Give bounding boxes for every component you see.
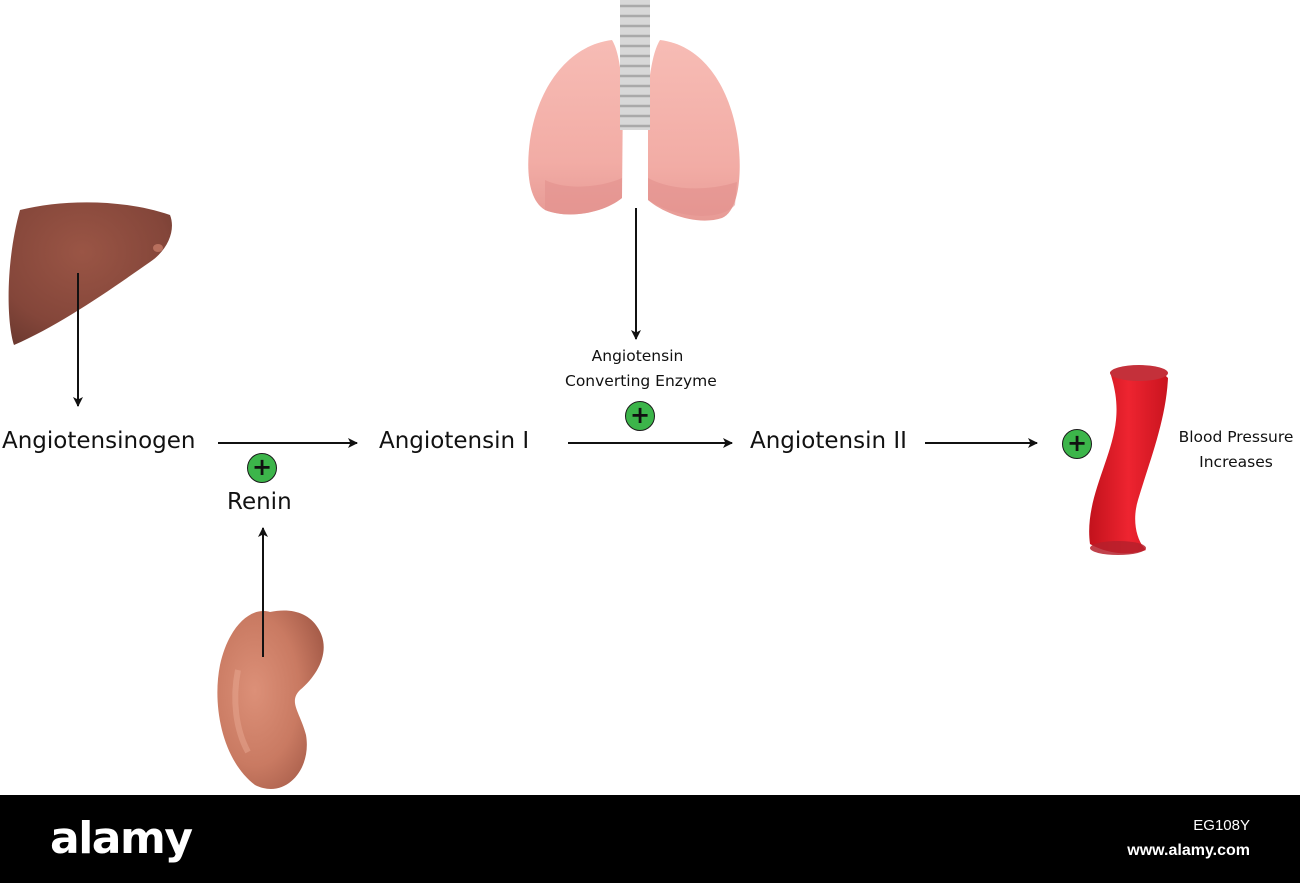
blood-pressure-plus-icon: + <box>1062 429 1092 459</box>
ace-label: Angiotensin Converting Enzyme <box>565 344 717 394</box>
raas-diagram: Angiotensinogen Renin Angiotensin I Angi… <box>2 0 1300 789</box>
renin-label: Renin <box>227 489 292 515</box>
ace-plus-icon: + <box>625 401 655 431</box>
blood-pressure-label-line1: Blood Pressure <box>1178 428 1294 446</box>
alamy-logo: alamy <box>50 813 193 864</box>
angiotensin-2-label: Angiotensin II <box>750 428 907 454</box>
liver-icon <box>8 202 172 345</box>
angiotensin-1-label: Angiotensin I <box>379 428 530 454</box>
image-id: EG108Y <box>1193 817 1250 834</box>
site-url: www.alamy.com <box>1127 842 1250 859</box>
ace-label-line1: Angiotensin <box>591 347 684 365</box>
blood-pressure-label: Blood Pressure Increases <box>1166 425 1300 475</box>
lungs-icon <box>528 0 740 221</box>
angiotensinogen-label: Angiotensinogen <box>2 428 196 454</box>
watermark-bar: alamy EG108Y www.alamy.com <box>0 795 1300 883</box>
kidney-icon <box>217 610 324 789</box>
blood-pressure-label-line2: Increases <box>1199 453 1273 471</box>
blood-vessel-icon <box>1089 365 1168 555</box>
trachea-rings <box>620 4 650 128</box>
renin-plus-icon: + <box>247 453 277 483</box>
diagram-canvas <box>8 0 1168 789</box>
ace-label-line2: Converting Enzyme <box>565 372 717 390</box>
